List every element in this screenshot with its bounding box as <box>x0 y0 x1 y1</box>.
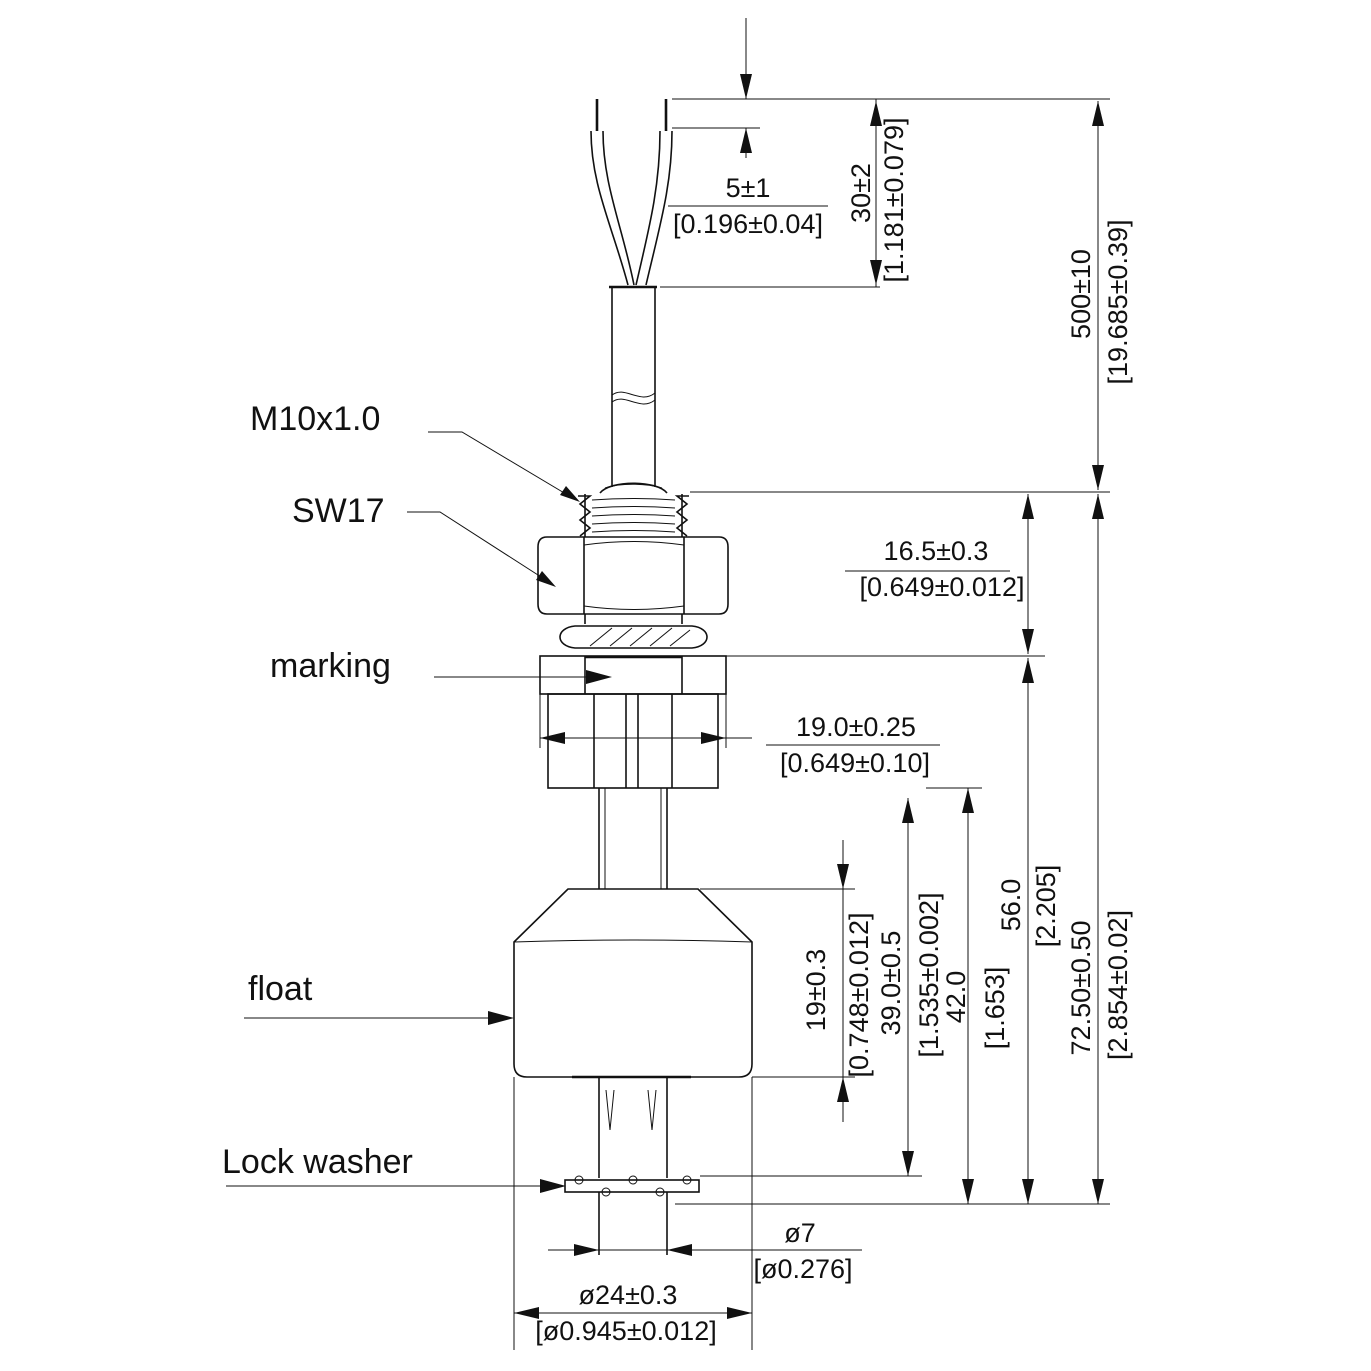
wire-strip-metric: 5±1 <box>726 173 771 203</box>
overall-length-imperial: [2.854±0.02] <box>1103 910 1133 1060</box>
overall-length-metric: 72.50±0.50 <box>1066 921 1096 1056</box>
cable-length-imperial: [19.685±0.39] <box>1103 220 1133 385</box>
wire-strip-imperial: [0.196±0.04] <box>673 209 823 239</box>
dimension-texts: 5±1 [0.196±0.04] 16.5±0.3 [0.649±0.012] … <box>535 118 1133 1346</box>
lock-washer-label: Lock washer <box>222 1143 413 1181</box>
stem <box>598 788 668 1178</box>
stem-diameter-metric: ø7 <box>784 1218 816 1248</box>
leaders <box>226 431 612 1193</box>
cable-length-metric: 500±10 <box>1066 249 1096 339</box>
switch-point-imperial: [1.535±0.002] <box>914 893 944 1058</box>
wire-lead-metric: 30±2 <box>846 163 876 223</box>
body-length-metric: 56.0 <box>996 879 1026 932</box>
wrench-size-label: SW17 <box>292 492 385 530</box>
thread-label: M10x1.0 <box>250 400 380 438</box>
body-width-metric: 19.0±0.25 <box>796 712 916 742</box>
hex-nut <box>537 536 729 615</box>
body-width-imperial: [0.649±0.10] <box>780 748 930 778</box>
stem-length-imperial: [1.653] <box>980 967 1010 1050</box>
float-height-imperial: [0.748±0.012] <box>844 913 874 1078</box>
thread-length-imperial: [0.649±0.012] <box>860 572 1025 602</box>
stem-diameter-imperial: [ø0.276] <box>753 1254 852 1284</box>
switch-point-metric: 39.0±0.5 <box>876 931 906 1036</box>
stem-length-metric: 42.0 <box>941 971 971 1024</box>
dimension-lines <box>513 18 1110 1350</box>
float-diameter-metric: ø24±0.3 <box>579 1280 678 1310</box>
float-diameter-imperial: [ø0.945±0.012] <box>535 1316 716 1346</box>
thread-length-metric: 16.5±0.3 <box>884 536 989 566</box>
lock-washer <box>564 1175 700 1255</box>
marking-label: marking <box>270 647 391 685</box>
switch-body <box>539 655 727 789</box>
float <box>513 888 753 1079</box>
upper-thread <box>578 494 689 537</box>
wire-lead-imperial: [1.181±0.079] <box>879 118 909 283</box>
float-height-metric: 19±0.3 <box>801 949 831 1031</box>
callout-labels: M10x1.0 SW17 marking float Lock washer <box>222 400 413 1181</box>
sealing-washer <box>559 614 708 649</box>
float-label: float <box>248 970 313 1008</box>
body-length-imperial: [2.205] <box>1031 865 1061 948</box>
cable-with-wires <box>590 99 673 494</box>
